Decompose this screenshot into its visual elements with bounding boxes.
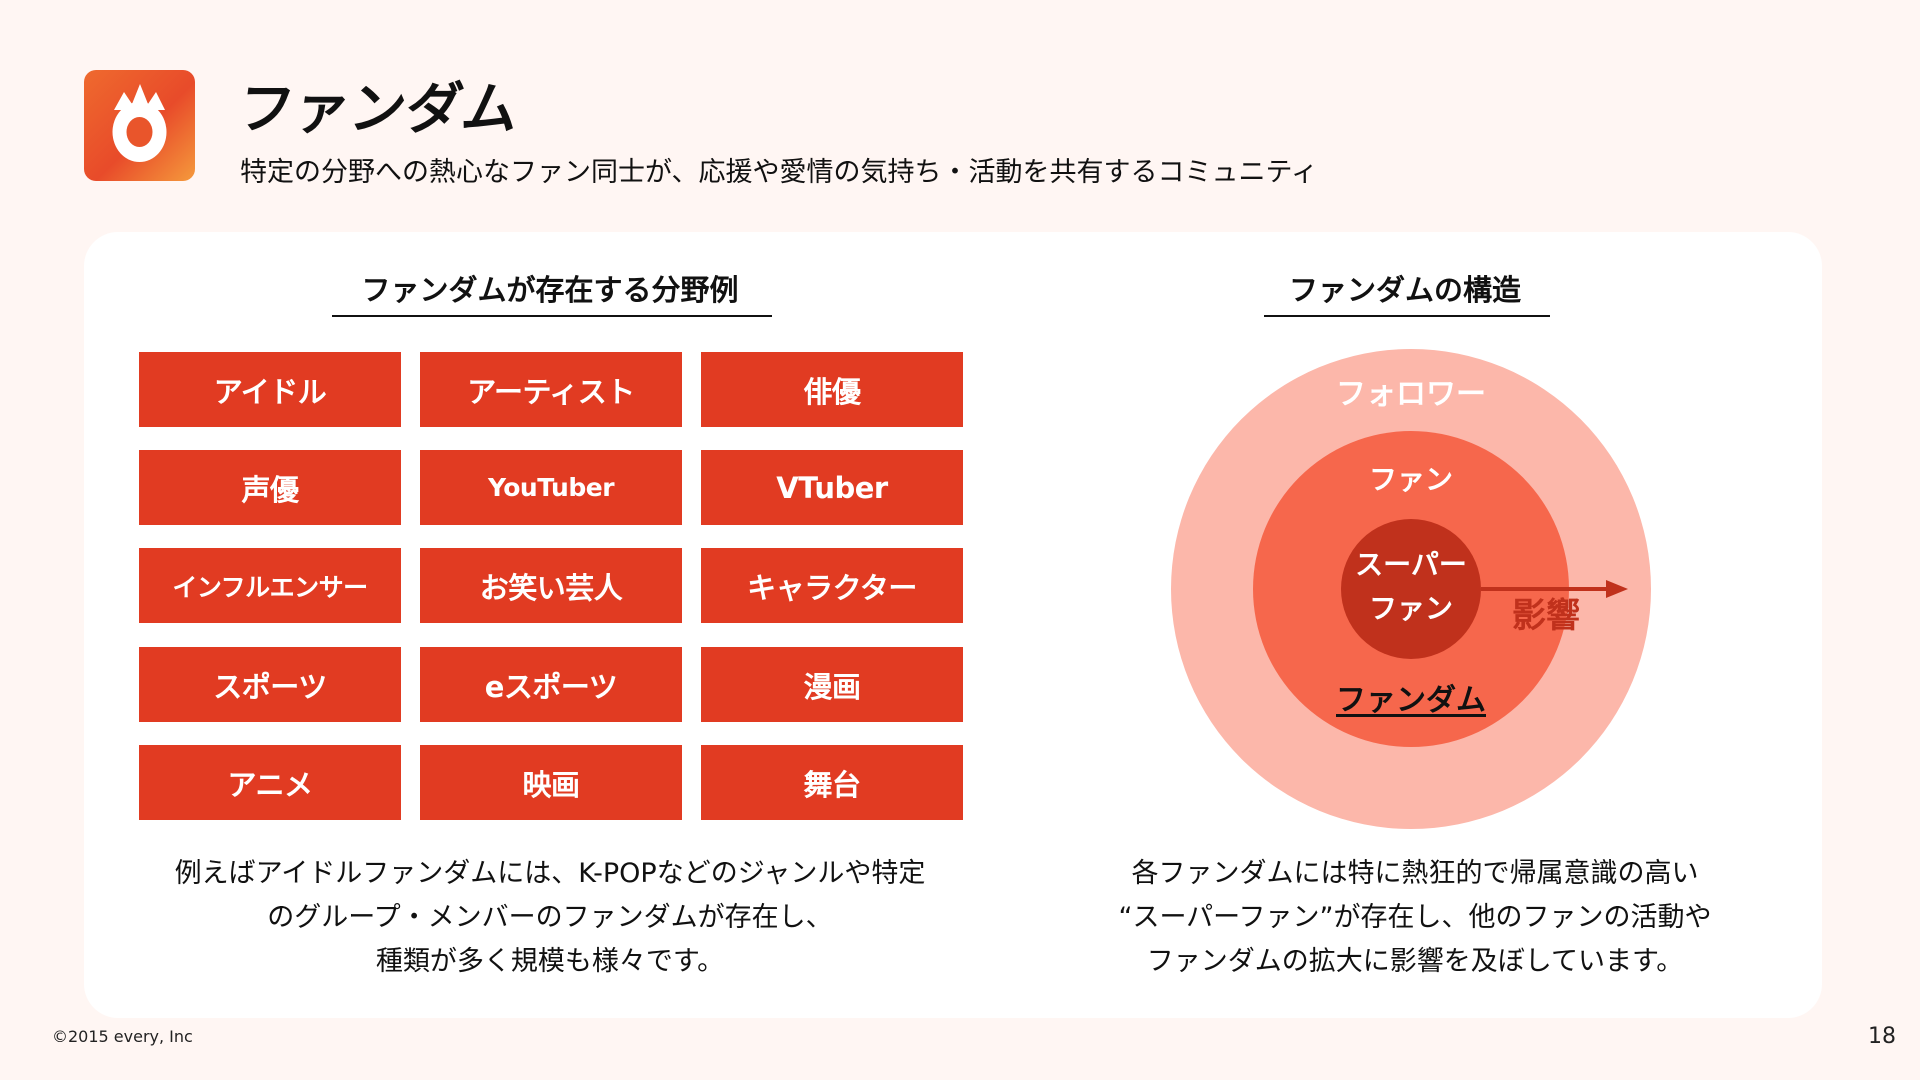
- field-tile: 映画: [420, 745, 682, 820]
- fields-caption: 例えばアイドルファンダムには、K-POPなどのジャンルや特定 のグループ・メンバ…: [174, 858, 926, 977]
- field-tile: キャラクター: [701, 548, 963, 623]
- field-tile: スポーツ: [139, 647, 401, 722]
- field-tile: 漫画: [701, 647, 963, 722]
- page-title: ファンダム: [233, 77, 523, 142]
- fields-heading-underline: [332, 315, 772, 317]
- influence-label: 影響: [1512, 596, 1580, 636]
- field-tile: 声優: [139, 450, 401, 525]
- field-tile: インフルエンサー: [139, 548, 401, 623]
- field-tile: VTuber: [701, 450, 963, 525]
- page-subtitle: 特定の分野への熱心なファン同士が、応援や愛情の気持ち・活動を共有するコミュニティ: [240, 157, 1318, 188]
- super-fan-core: [1341, 519, 1481, 659]
- page-number: 18: [1868, 1024, 1896, 1049]
- influence-arrow-head: [1606, 580, 1628, 598]
- follower-label: フォロワー: [1336, 377, 1486, 412]
- field-tile: eスポーツ: [420, 647, 682, 722]
- structure-caption: 各ファンダムには特に熱狂的で帰属意識の高い “スーパーファン”が存在し、他のファ…: [1118, 858, 1712, 977]
- structure-heading-underline: [1264, 315, 1550, 317]
- super-fan-label: スーパー ファン: [1355, 548, 1467, 625]
- field-tile: アイドル: [139, 352, 401, 427]
- fandom-structure-diagram: フォロワー ファン スーパー ファン ファンダム 影響: [1166, 344, 1666, 844]
- field-tile: 舞台: [701, 745, 963, 820]
- field-tile: アニメ: [139, 745, 401, 820]
- app-logo: [84, 70, 195, 181]
- flame-ring-icon: [112, 84, 167, 162]
- fandom-label: ファンダム: [1336, 683, 1486, 718]
- copyright: ©2015 every, Inc: [52, 1027, 193, 1046]
- field-tile: 俳優: [701, 352, 963, 427]
- fan-label: ファン: [1368, 463, 1453, 496]
- structure-heading: ファンダムの構造: [1288, 273, 1521, 307]
- field-tile: YouTuber: [420, 450, 682, 525]
- field-tile: お笑い芸人: [420, 548, 682, 623]
- field-tile: アーティスト: [420, 352, 682, 427]
- fields-heading: ファンダムが存在する分野例: [361, 273, 739, 307]
